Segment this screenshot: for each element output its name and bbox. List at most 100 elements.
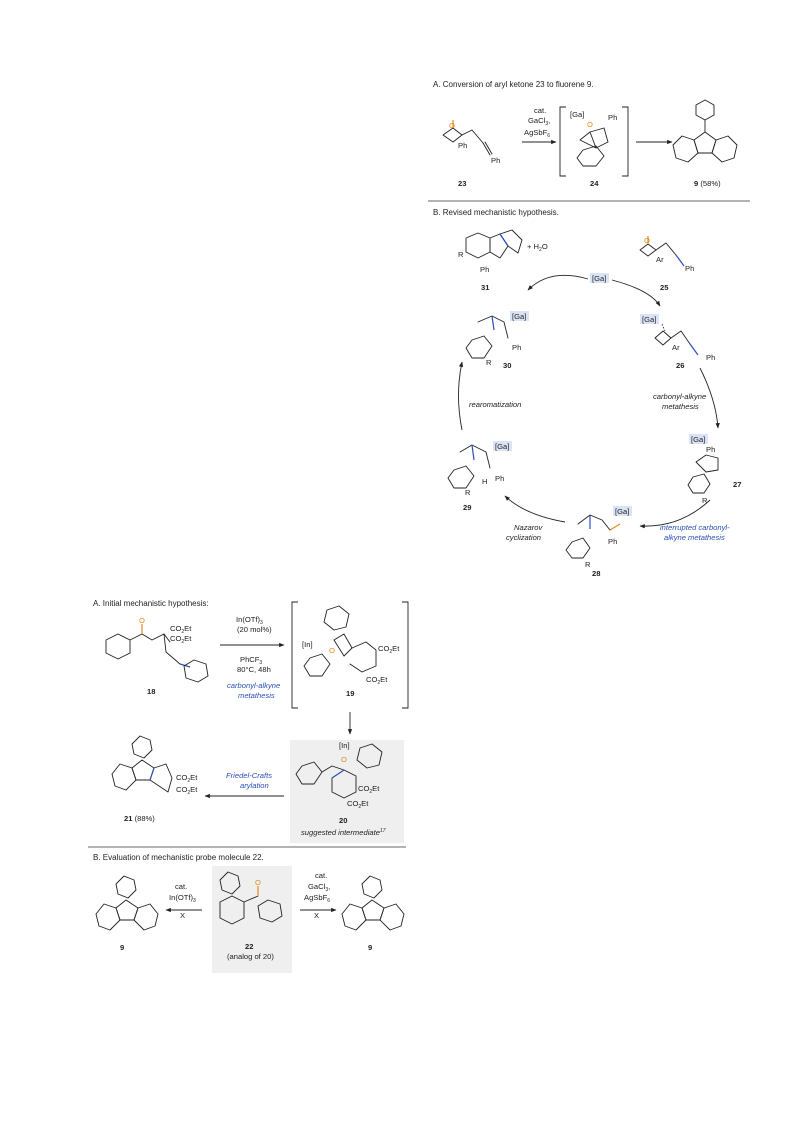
fc-label-1: Friedel-Crafts	[226, 771, 272, 780]
intermediate-24: [Ga] O Ph	[570, 110, 617, 167]
ester-20a: CO2Et	[358, 784, 380, 795]
cond-right-gacl: GaCl3,	[308, 882, 330, 893]
ester-19b: CO2Et	[366, 675, 388, 686]
molecule-25: O Ar Ph 25	[639, 236, 694, 292]
molecule-29: [Ga] H Ph R 29	[447, 441, 512, 512]
label-9-right: 9	[368, 943, 372, 952]
label-29: 29	[463, 503, 471, 512]
label-22: 22	[245, 942, 253, 951]
molecule-18: O CO2Et CO2Et 18	[105, 616, 209, 696]
molecule-23: O Ph Ph 23	[442, 120, 500, 188]
step-s2b: alkyne metathesis	[664, 533, 725, 542]
atom-ph-25: Ph	[685, 264, 694, 273]
atom-h-29: H	[482, 477, 487, 486]
atom-ga-29: [Ga]	[495, 442, 509, 451]
molecule-28: [Ga] Ph R 28	[565, 506, 632, 578]
atom-in-20: [In]	[339, 741, 350, 750]
molecule-31: R Ph 31 + H2O	[458, 229, 548, 292]
step-s3b: cyclization	[506, 533, 541, 542]
label-9-left: 9	[120, 943, 124, 952]
label-9-top: 9 (58%)	[694, 179, 721, 188]
ester-18a: CO2Et	[170, 624, 192, 635]
ester-18b: CO2Et	[170, 634, 192, 645]
ester-21b: CO2Et	[176, 785, 198, 796]
label-19: 19	[346, 689, 354, 698]
cycle-ga-center: [Ga]	[592, 274, 606, 283]
molecule-22: O 22 (analog of 20)	[219, 871, 283, 961]
atom-ph-28: Ph	[608, 537, 617, 546]
panel-bottom-a: A. Initial mechanistic hypothesis: O CO2…	[88, 599, 409, 848]
cond-right-cat: cat.	[315, 871, 327, 880]
label-30: 30	[503, 361, 511, 370]
atom-ga-26: [Ga]	[642, 315, 656, 324]
step-s1b: metathesis	[662, 402, 699, 411]
atom-ga-27: [Ga]	[691, 435, 705, 444]
panel-bottom-b: B. Evaluation of mechanistic probe molec…	[93, 853, 405, 973]
cond-cat-top: cat.	[534, 106, 546, 115]
header-bottom-a: A. Initial mechanistic hypothesis:	[93, 599, 209, 608]
atom-o-20: O	[341, 755, 347, 764]
atom-o-18: O	[139, 616, 145, 625]
label-21: 21 (88%)	[124, 814, 155, 823]
atom-ph-24: Ph	[608, 113, 617, 122]
atom-ph-29: Ph	[495, 474, 504, 483]
atom-ph-26: Ph	[706, 353, 715, 362]
step-s3: Nazarov	[514, 523, 543, 532]
label-28: 28	[592, 569, 600, 578]
atom-ar-25: Ar	[656, 255, 664, 264]
header-top-a: A. Conversion of aryl ketone 23 to fluor…	[433, 80, 594, 89]
atom-ph-23a: Ph	[458, 141, 467, 150]
label-31: 31	[481, 283, 490, 292]
cond-ca-metathesis: carbonyl-alkyne	[227, 681, 280, 690]
cond-agsbf-top: AgSbF6	[524, 128, 550, 139]
atom-o-23: O	[449, 121, 455, 130]
molecule-26: [Ga] Ar Ph 26	[640, 314, 715, 370]
atom-r-31: R	[458, 250, 464, 259]
atom-o-19: O	[329, 646, 335, 655]
analog-of-20: (analog of 20)	[227, 952, 274, 961]
cond-metathesis: metathesis	[238, 691, 275, 700]
atom-ga-24: [Ga]	[570, 110, 584, 119]
panel-top-b: B. Revised mechanistic hypothesis. [Ga] …	[433, 208, 741, 578]
water: + H2O	[527, 242, 548, 253]
label-25: 25	[660, 283, 669, 292]
label-27: 27	[733, 480, 741, 489]
x-left: X	[180, 911, 185, 920]
ester-21a: CO2Et	[176, 773, 198, 784]
label-26: 26	[676, 361, 684, 370]
label-23: 23	[458, 179, 466, 188]
molecule-30: [Ga] Ph R 30	[465, 311, 529, 370]
atom-r-27: R	[702, 496, 708, 505]
cond-molpct: (20 mol%)	[237, 625, 272, 634]
atom-ph-27: Ph	[706, 445, 715, 454]
atom-ph-30: Ph	[512, 343, 521, 352]
cond-phcf: PhCF3	[240, 655, 262, 666]
atom-r-29: R	[465, 488, 471, 497]
atom-o-22: O	[255, 878, 261, 887]
intermediate-19: [In] O CO2Et CO2Et 19	[302, 605, 400, 698]
cond-gacl-top: GaCl3,	[528, 116, 550, 127]
intermediate-20: [In] O CO2Et CO2Et 20 suggested intermed…	[295, 741, 386, 837]
molecule-9-right	[341, 875, 405, 931]
atom-o-25: O	[644, 236, 650, 245]
atom-in-19: [In]	[302, 640, 313, 649]
suggested-intermediate: suggested intermediate17	[301, 828, 386, 837]
atom-o-24: O	[587, 120, 593, 129]
cond-left-inotf: In(OTf)3	[169, 893, 196, 904]
atom-r-30: R	[486, 358, 492, 367]
molecule-27: [Ga] Ph R 27	[687, 434, 741, 505]
label-18: 18	[147, 687, 155, 696]
cond-right-agsbf: AgSbF6	[304, 893, 330, 904]
ester-20b: CO2Et	[347, 799, 369, 810]
atom-ga-30: [Ga]	[512, 312, 526, 321]
atom-ar-26: Ar	[672, 343, 680, 352]
header-top-b: B. Revised mechanistic hypothesis.	[433, 208, 559, 217]
step-s2: interrupted carbonyl-	[660, 523, 730, 532]
atom-r-28: R	[585, 560, 591, 569]
step-s1: carbonyl-alkyne	[653, 392, 706, 401]
panel-top-a: A. Conversion of aryl ketone 23 to fluor…	[428, 80, 750, 202]
atom-ph-31: Ph	[480, 265, 489, 274]
molecule-9-top	[672, 99, 738, 163]
molecule-9-left	[95, 875, 159, 931]
